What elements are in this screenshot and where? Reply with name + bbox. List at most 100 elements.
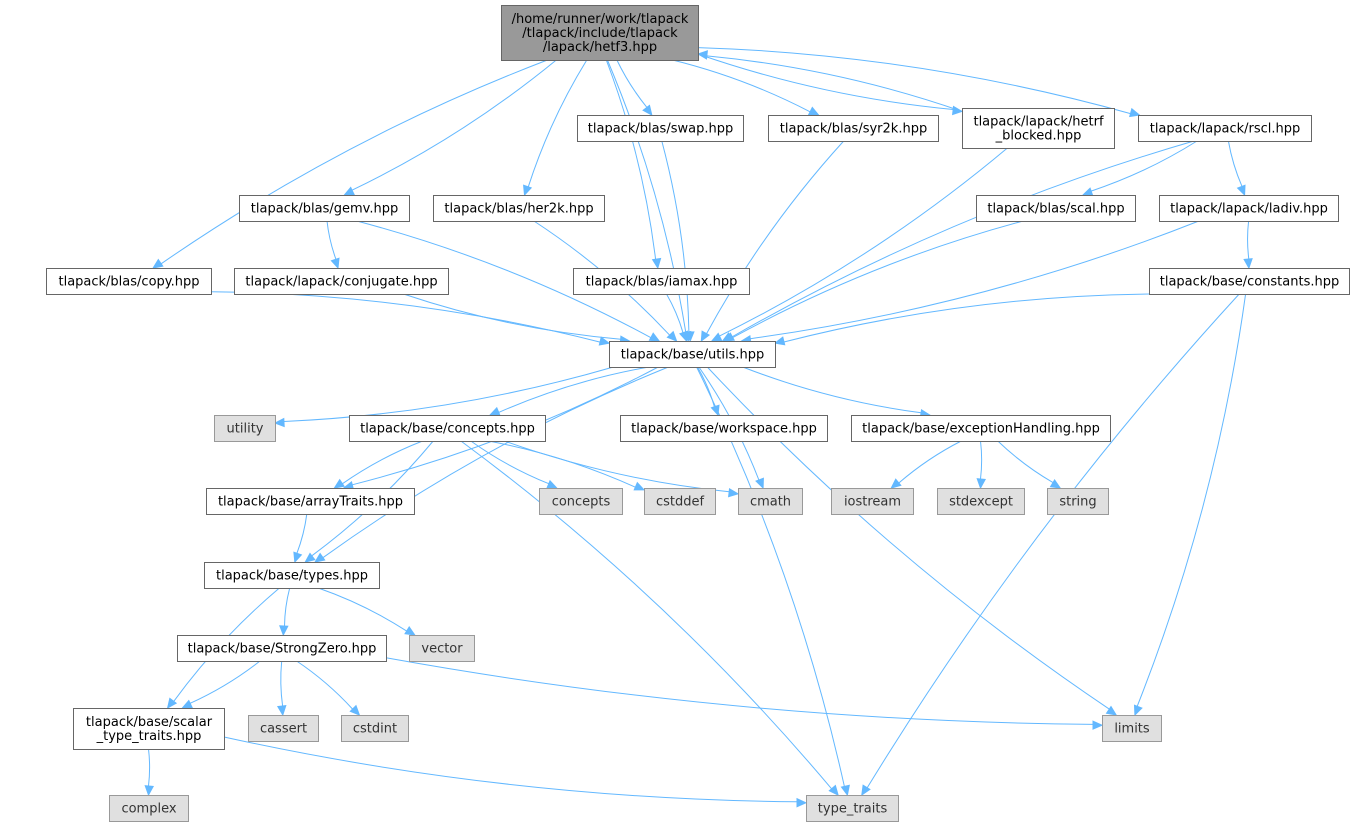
node-exception[interactable]: tlapack/base/exceptionHandling.hpp	[851, 415, 1111, 442]
edge-scalartraits-to-complex	[148, 748, 151, 787]
node-gemv[interactable]: tlapack/blas/gemv.hpp	[239, 195, 410, 222]
node-label: type_traits	[818, 802, 888, 817]
node-box	[851, 415, 1111, 442]
arrowhead-iamax-to-utils	[679, 330, 689, 343]
node-strongzero[interactable]: tlapack/base/StrongZero.hpp	[177, 635, 387, 662]
edge-syr2k-to-utils	[706, 140, 845, 334]
edge-hetf3-to-rscl	[697, 47, 1131, 115]
node-constants[interactable]: tlapack/base/constants.hpp	[1149, 268, 1350, 295]
edge-utils-to-workspace	[697, 366, 715, 407]
arrowhead-hetf3-to-rscl	[1129, 107, 1141, 118]
node-label: complex	[121, 802, 176, 817]
node-box	[831, 488, 914, 515]
arrowhead-exception-to-stdexcept	[976, 478, 987, 490]
arrowhead-concepts_hpp-to-types	[304, 552, 316, 563]
node-box	[609, 341, 776, 368]
edge-hetf3-to-iamax	[605, 59, 657, 260]
node-cstdint: cstdint	[341, 715, 409, 742]
node-label: _type_traits.hpp	[96, 729, 202, 744]
edge-concepts_hpp-to-arraytraits	[342, 440, 423, 485]
node-iamax[interactable]: tlapack/blas/iamax.hpp	[573, 268, 750, 295]
node-box	[177, 635, 387, 662]
node-workspace[interactable]: tlapack/base/workspace.hpp	[620, 415, 828, 442]
edge-scalartraits-to-type_traits	[223, 736, 798, 803]
node-iostream: iostream	[831, 488, 914, 515]
arrowhead-hetrf-to-utils	[710, 332, 723, 342]
node-hetrf[interactable]: tlapack/lapack/hetrf_blocked.hpp	[962, 108, 1115, 149]
node-label: tlapack/blas/scal.hpp	[987, 202, 1124, 217]
arrowhead-hetf3-to-swap	[642, 104, 653, 116]
arrowhead-scalartraits-to-complex	[144, 785, 155, 797]
edge-hetf3-to-syr2k	[672, 59, 811, 113]
arrowhead-utils-to-limits	[1105, 705, 1118, 716]
node-box	[976, 195, 1136, 222]
arrowhead-ladiv-to-constants	[1243, 258, 1253, 270]
arrowhead-her2k-to-utils	[666, 330, 678, 342]
edge-hetrf-to-hetf3	[706, 55, 963, 112]
node-type_traits: type_traits	[806, 795, 899, 822]
node-label: tlapack/blas/syr2k.hpp	[780, 122, 927, 137]
node-label: concepts	[552, 495, 611, 510]
edge-types-to-vector	[318, 587, 407, 632]
node-her2k[interactable]: tlapack/blas/her2k.hpp	[433, 195, 605, 222]
node-concepts_hpp[interactable]: tlapack/base/concepts.hpp	[349, 415, 546, 442]
node-ladiv[interactable]: tlapack/lapack/ladiv.hpp	[1159, 195, 1339, 222]
node-box	[409, 635, 475, 662]
node-label: tlapack/base/types.hpp	[216, 569, 368, 584]
node-box	[937, 488, 1025, 515]
node-label: tlapack/lapack/ladiv.hpp	[1170, 202, 1328, 217]
node-label: stdexcept	[949, 495, 1013, 510]
node-utils[interactable]: tlapack/base/utils.hpp	[609, 341, 776, 368]
edge-strongzero-to-limits	[385, 657, 1094, 725]
edge-ladiv-to-utils	[750, 220, 1200, 340]
node-types[interactable]: tlapack/base/types.hpp	[204, 562, 380, 589]
node-label: /home/runner/work/tlapack	[512, 12, 689, 27]
edge-utils-to-utility	[283, 366, 614, 422]
node-label: cstdint	[353, 722, 397, 737]
arrowhead-strongzero-to-cassert	[276, 705, 287, 717]
node-label: tlapack/lapack/conjugate.hpp	[245, 275, 437, 290]
arrowhead-constants-to-utils	[773, 336, 786, 346]
node-box	[341, 715, 409, 742]
arrowhead-gemv-to-conjugate	[330, 257, 340, 270]
node-label: tlapack/base/scalar	[86, 715, 213, 730]
node-syr2k[interactable]: tlapack/blas/syr2k.hpp	[768, 115, 939, 142]
node-label: tlapack/blas/swap.hpp	[588, 122, 733, 137]
arrowhead-copy-to-utils	[598, 336, 611, 346]
node-conjugate[interactable]: tlapack/lapack/conjugate.hpp	[234, 268, 449, 295]
node-rscl[interactable]: tlapack/lapack/rscl.hpp	[1138, 115, 1312, 142]
node-box	[1159, 195, 1339, 222]
node-swap[interactable]: tlapack/blas/swap.hpp	[577, 115, 744, 142]
node-label: cmath	[750, 495, 791, 510]
node-box	[46, 268, 212, 295]
node-label: string	[1059, 495, 1096, 510]
edge-hetf3-to-utils	[606, 59, 687, 333]
arrowhead-hetf3-to-syr2k	[807, 106, 820, 116]
node-box	[349, 415, 546, 442]
edge-hetf3-to-copy	[160, 59, 548, 265]
node-label: tlapack/base/utils.hpp	[621, 348, 765, 363]
edge-rscl-to-scal	[1090, 140, 1198, 192]
node-arraytraits[interactable]: tlapack/base/arrayTraits.hpp	[206, 488, 415, 515]
edge-concepts_hpp-to-cstddef	[488, 440, 636, 488]
edge-constants-to-utils	[783, 293, 1150, 343]
node-scalartraits[interactable]: tlapack/base/scalar_type_traits.hpp	[73, 708, 225, 750]
node-box	[109, 795, 189, 822]
edge-rscl-to-ladiv	[1227, 140, 1243, 187]
node-scal[interactable]: tlapack/blas/scal.hpp	[976, 195, 1136, 222]
node-box	[806, 795, 899, 822]
edge-gemv-to-utils	[356, 220, 652, 339]
edge-copy-to-utils	[210, 291, 601, 343]
arrowhead-concepts_hpp-to-concepts	[546, 479, 558, 489]
arrowhead-syr2k-to-utils	[700, 330, 711, 343]
arrowhead-utils-to-type_traits	[840, 784, 850, 797]
edge-ladiv-to-constants	[1247, 220, 1250, 260]
node-hetf3[interactable]: /home/runner/work/tlapack/tlapack/includ…	[501, 5, 699, 61]
arrowhead-hetrf-to-hetf3	[696, 50, 708, 60]
arrowhead-scal-to-utils	[723, 332, 736, 342]
edge-utils-to-exception	[742, 366, 922, 414]
node-box	[204, 562, 380, 589]
edge-hetf3-to-gemv	[351, 59, 557, 191]
node-cassert: cassert	[248, 715, 319, 742]
node-copy[interactable]: tlapack/blas/copy.hpp	[46, 268, 212, 295]
